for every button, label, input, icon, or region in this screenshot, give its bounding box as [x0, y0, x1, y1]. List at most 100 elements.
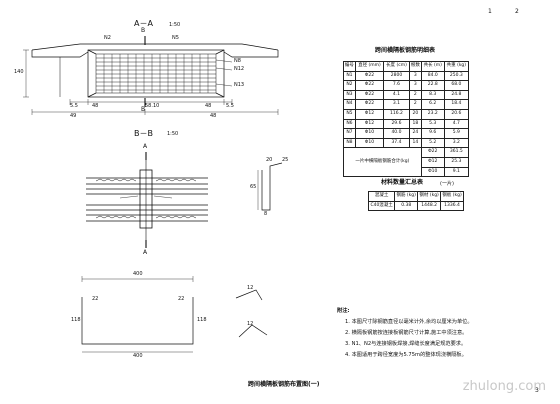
table-header-cell: 共长 (m)	[420, 61, 445, 72]
cell: 361.5	[443, 147, 470, 158]
table-row: 编号 直径 (mm) 长度 (cm) 根数 共长 (m) 共重 (kg)	[343, 61, 470, 72]
dim-small-1: 20	[266, 157, 273, 163]
table-header-cell: 共重 (kg)	[443, 61, 470, 72]
cell: 5.9	[443, 128, 470, 139]
detail-long-drawing	[81, 276, 194, 353]
dim-aa-left: 5.5	[70, 103, 78, 109]
page-number-left: 1	[488, 8, 492, 15]
cell: N3	[343, 89, 356, 101]
cell: Φ10	[420, 166, 445, 178]
cell: 4.1	[383, 89, 410, 101]
cell: 9.1	[443, 166, 470, 178]
table-header-cell: 钢材 (kg)	[417, 191, 442, 202]
page-number-right: 2	[515, 8, 519, 15]
cell: 5.3	[420, 118, 445, 130]
dim-long-right-height: 118	[197, 317, 207, 323]
cell: 24	[408, 128, 422, 139]
cell: 20	[408, 108, 422, 120]
subtotal-label: 一片中横隔板钢筋合计(kg)	[343, 147, 422, 178]
table-small-title: 材料数量汇总表	[381, 179, 424, 186]
table-row: Φ10 9.1	[344, 166, 470, 178]
cell: 7.6	[383, 80, 410, 91]
cell: 3.1	[383, 99, 410, 110]
cell: N2	[343, 80, 356, 91]
cell: 18	[408, 118, 422, 130]
table-header-cell: 长度 (cm)	[383, 61, 410, 72]
note-item: 1. 本图尺寸除钢筋直径以毫米计外,余均以厘米为单位。	[345, 319, 473, 325]
cell: 40.0	[383, 128, 410, 139]
cell: 1448.2	[417, 200, 442, 212]
section-aa-title: A－A	[134, 19, 153, 28]
dim-aa-total-right: 48	[210, 113, 217, 119]
cell: N7	[343, 128, 356, 139]
notes-title: 附注:	[337, 308, 350, 314]
cell: Φ22	[420, 147, 445, 158]
cell: 18.4	[443, 99, 470, 110]
watermark: zhulong.com	[462, 379, 546, 394]
dim-long-left-height: 118	[71, 317, 81, 323]
cell: 4.7	[443, 118, 470, 130]
cell: 3.2	[443, 137, 470, 149]
sheet-number: 3	[535, 387, 539, 394]
cell: Φ12	[354, 118, 385, 130]
cut-a-top: A	[143, 143, 148, 150]
cell: N4	[343, 99, 356, 110]
section-bb-scale: 1:50	[167, 131, 179, 137]
cell: N8	[343, 137, 356, 149]
cut-a-bottom: A	[143, 249, 148, 256]
dim-long-top: 400	[133, 271, 143, 277]
cell: 3	[408, 70, 422, 82]
material-summary-table: 混凝土 钢筋 (kg) 钢材 (kg) 钢板 (kg) C40混凝土 0.38 …	[367, 191, 464, 212]
cell: 22.8	[420, 80, 445, 91]
dim-aa-right: 5.5	[226, 103, 234, 109]
dim-aa-height: 140	[14, 69, 24, 75]
dim-aa-web-left: 48	[92, 103, 99, 109]
cell: 37.4	[383, 137, 410, 149]
cell: 3	[408, 80, 422, 91]
cut-b-top: B	[141, 27, 146, 34]
table-header-cell: 根数	[408, 61, 422, 72]
cell: 8.3	[420, 89, 445, 101]
tag-n5: N5	[172, 35, 179, 41]
table-row: C40混凝土 0.38 1448.2 1336.4	[367, 200, 464, 212]
table-header-cell: 钢筋 (kg)	[394, 191, 419, 202]
cell: 2800	[383, 70, 410, 82]
cell: 9.6	[420, 128, 445, 139]
dim-small-2: 65	[250, 184, 257, 190]
cell: 14	[408, 137, 422, 149]
table-row: 一片中横隔板钢筋合计(kg) Φ22 361.5	[343, 147, 470, 178]
cell: Φ12	[420, 156, 445, 168]
cell: 20.6	[443, 108, 470, 120]
note-item: 3. N1、N2与连接钢板焊接,焊缝长度满足规范要求。	[345, 341, 467, 347]
dim-aa-web-right: 48	[205, 103, 212, 109]
cell: Φ22	[354, 99, 385, 110]
cell: Φ22	[354, 89, 385, 101]
cell: 1336.4	[440, 200, 464, 212]
table-main-title: 跨间横隔板钢筋明细表	[375, 47, 436, 54]
cell: Φ10	[354, 137, 385, 149]
table-header-cell: 直径 (mm)	[354, 61, 385, 72]
cell: 5.2	[420, 137, 445, 149]
table-header-cell: 混凝土	[367, 191, 396, 202]
section-bb-drawing	[86, 152, 208, 248]
table-row: 混凝土 钢筋 (kg) 钢材 (kg) 钢板 (kg)	[367, 191, 464, 202]
tag-n12: N12	[234, 66, 245, 72]
cell: 68.0	[443, 80, 470, 91]
dim-small-3: 8	[264, 211, 268, 217]
cell: 2	[408, 89, 422, 101]
section-bb-title: B－B	[134, 129, 153, 138]
cell: 84.0	[420, 70, 445, 82]
tag-n2: N2	[104, 35, 111, 41]
cell: 6.2	[420, 99, 445, 110]
cell: 25.3	[443, 156, 470, 168]
cell: 23.2	[420, 108, 445, 120]
table-header-cell: 编号	[343, 61, 356, 72]
cell: Φ10	[354, 128, 385, 139]
